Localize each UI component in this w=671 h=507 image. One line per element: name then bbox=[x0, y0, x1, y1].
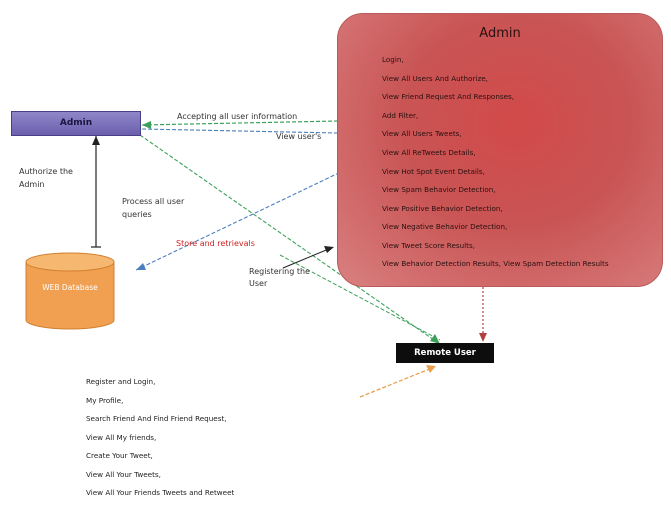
user-function-list: Register and Login, My Profile, Search F… bbox=[86, 377, 234, 507]
database-label: WEB Database bbox=[42, 283, 98, 292]
user-function-item: Register and Login, bbox=[86, 377, 156, 386]
admin-function-item: View All Users Tweets, bbox=[382, 129, 462, 139]
admin-function-list: Login, View All Users And Authorize, Vie… bbox=[382, 54, 622, 277]
admin-functions-panel: Admin Login, View All Users And Authoriz… bbox=[337, 13, 663, 287]
user-function-item: View All Your Friends Tweets and Retweet bbox=[86, 488, 235, 497]
admin-function-item: View Negative Behavior Detection, bbox=[382, 222, 508, 232]
panel-to-remote-arrowhead bbox=[479, 333, 487, 342]
admin-function-item: View Spam Behavior Detection, bbox=[382, 185, 496, 195]
store-label: Store and retrievals bbox=[176, 239, 255, 248]
admin-function-item: Add Filter, bbox=[382, 110, 419, 120]
store-arrow bbox=[135, 169, 346, 271]
admin-function-item: View Tweet Score Results, bbox=[382, 240, 476, 250]
admin-function-item: View Behavior Detection Results, View Sp… bbox=[382, 258, 609, 268]
registering-arrow bbox=[282, 247, 332, 269]
store-arrowhead bbox=[136, 263, 146, 270]
registering-arrowhead bbox=[324, 246, 334, 253]
admin-function-item: View Positive Behavior Detection, bbox=[382, 203, 503, 213]
user-to-remote-arrowhead bbox=[426, 365, 436, 373]
user-function-item: Create Your Tweet, bbox=[86, 451, 153, 460]
process-label: Process all user queries bbox=[122, 197, 185, 219]
authorize-label: Authorize the Admin bbox=[19, 167, 73, 189]
register-to-remote-line bbox=[279, 254, 441, 341]
admin-panel-title: Admin bbox=[479, 26, 521, 41]
authorize-arrowhead bbox=[92, 136, 100, 145]
admin-function-item: View Friend Request And Responses, bbox=[382, 92, 515, 102]
registering-label: Registering the User bbox=[249, 267, 310, 288]
user-function-item: Search Friend And Find Friend Request, bbox=[86, 414, 227, 423]
database-cylinder bbox=[25, 252, 115, 330]
view-users-label: View user's bbox=[276, 132, 322, 141]
user-function-item: My Profile, bbox=[86, 395, 124, 405]
admin-function-item: View Hot Spot Event Details, bbox=[382, 166, 485, 176]
user-to-remote-arrow bbox=[359, 367, 433, 398]
view-users-arrow bbox=[141, 128, 339, 134]
accepting-arrowhead bbox=[142, 121, 151, 129]
admin-to-remote-arrowhead bbox=[430, 334, 440, 344]
remote-user-box: Remote User bbox=[396, 343, 494, 363]
admin-actor-box: Admin bbox=[11, 111, 141, 136]
accepting-arrow bbox=[141, 120, 339, 126]
admin-function-item: View All Users And Authorize, bbox=[382, 73, 488, 83]
accepting-label: Accepting all user information bbox=[177, 112, 298, 121]
admin-function-item: View All ReTweets Details, bbox=[382, 147, 476, 157]
admin-function-item: Login, bbox=[382, 55, 404, 64]
user-function-item: View All My friends, bbox=[86, 432, 157, 442]
user-function-item: View All Your Tweets, bbox=[86, 469, 161, 479]
